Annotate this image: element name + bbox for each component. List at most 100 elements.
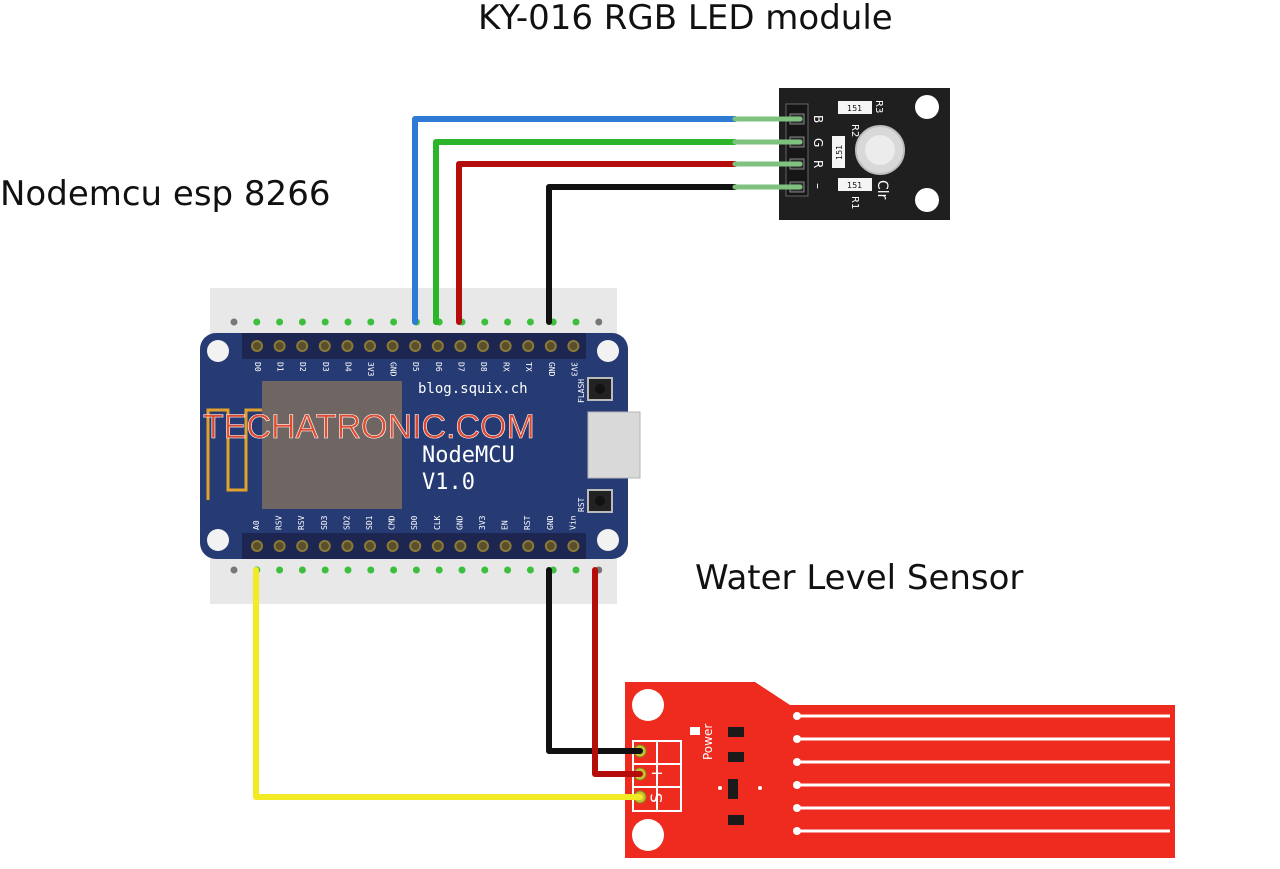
pin-label: CLK — [433, 515, 442, 530]
pin-gnd — [454, 540, 467, 552]
pin-d4 — [341, 340, 354, 352]
breadboard-hole — [504, 566, 512, 574]
pin-label: EN — [501, 520, 510, 530]
pin-3v3 — [477, 540, 489, 552]
pin-rsv — [273, 540, 286, 552]
breadboard-hole — [595, 318, 603, 326]
pin-label: 3V3 — [569, 362, 578, 377]
esp-module-shield — [262, 381, 402, 509]
pin-label: A0 — [252, 520, 261, 530]
pin-label: SD0 — [410, 515, 419, 530]
pin-label: GND — [455, 515, 464, 530]
pin-gnd — [386, 340, 399, 352]
r2-value: 151 — [835, 145, 844, 160]
breadboard-hole — [344, 566, 352, 574]
breadboard-hole — [481, 566, 489, 574]
sensor-pin-label: S — [647, 793, 666, 803]
watermark: TECHATRONIC.COM — [203, 408, 535, 446]
pin-d3 — [318, 340, 331, 352]
sensor-trace-pad — [793, 781, 801, 789]
pin-label: D2 — [298, 362, 307, 372]
led-module — [779, 88, 950, 220]
r1-label: R1 — [849, 196, 860, 209]
sensor-traces — [793, 689, 1170, 835]
wire-blue-d5-b — [412, 116, 738, 325]
wire-black-gnd-sensor — [546, 567, 643, 754]
pin-label: SD3 — [320, 515, 329, 530]
pin-label: D7 — [456, 362, 465, 372]
pin-rst — [522, 540, 535, 552]
pin-gnd — [544, 340, 557, 352]
sensor-trace-pad — [793, 827, 801, 835]
pin-d0 — [251, 340, 263, 352]
led-pin-label: B — [811, 115, 825, 123]
pin-label: GND — [547, 362, 556, 377]
flash-label: FLASH — [577, 379, 586, 403]
breadboard-hole — [276, 566, 284, 574]
pin-label: SD1 — [365, 515, 374, 530]
pin-d8 — [477, 340, 489, 352]
nodemcu-bottom-pins — [251, 540, 580, 552]
pin-tx — [522, 340, 535, 352]
pin-label: D8 — [479, 362, 488, 372]
pin-rsv — [296, 540, 309, 552]
breadboard-hole — [435, 566, 443, 574]
pin-sd0 — [409, 540, 422, 552]
breadboard-hole — [367, 318, 375, 326]
led-part-label: Clr — [874, 180, 890, 200]
water-level-sensor — [625, 682, 1175, 858]
wires — [253, 116, 803, 800]
usb-connector — [587, 411, 641, 479]
breadboard-hole — [390, 566, 398, 574]
nodemcu-top-pins — [251, 340, 580, 352]
sensor-trace-pad — [793, 712, 801, 720]
r3-label: R3 — [873, 100, 884, 113]
pin-label: GND — [389, 362, 398, 377]
water-sensor-title: Water Level Sensor — [695, 558, 1024, 598]
pin-clk — [431, 540, 444, 552]
breadboard-hole — [526, 566, 534, 574]
breadboard-hole — [230, 566, 238, 574]
pin-label: D1 — [276, 362, 285, 372]
pin-label: GND — [546, 515, 555, 530]
resistor-r1 — [838, 178, 872, 191]
breadboard-hole — [572, 318, 580, 326]
breadboard-hole — [253, 318, 261, 326]
pin-en — [499, 540, 512, 552]
r3-value: 151 — [847, 104, 862, 113]
breadboard-hole — [390, 318, 398, 326]
pin-d2 — [296, 340, 309, 352]
site-label: blog.squix.ch — [418, 381, 528, 397]
pin-vin — [567, 540, 580, 552]
sensor-trace-pad — [793, 735, 801, 743]
led-pin-label: R — [811, 160, 825, 168]
pin-label: RST — [523, 515, 532, 530]
led-module-title: KY-016 RGB LED module — [478, 0, 893, 38]
pin-label: D6 — [434, 362, 443, 372]
pin-d1 — [273, 340, 286, 352]
sensor-trace-pad — [793, 758, 801, 766]
mcu-title: Nodemcu esp 8266 — [0, 174, 331, 214]
pin-label: CMD — [388, 515, 397, 530]
breadboard-hole — [412, 566, 420, 574]
breadboard-hole — [321, 318, 329, 326]
breadboard-hole — [298, 318, 306, 326]
pin-sd2 — [341, 540, 354, 552]
resistor-r3 — [838, 101, 872, 114]
pin-label: TX — [524, 362, 533, 372]
pin-d7 — [454, 340, 467, 352]
sensor-pin-label: + — [647, 767, 666, 780]
pin-cmd — [386, 540, 399, 552]
pin-label: D3 — [321, 362, 330, 372]
breadboard-hole — [230, 318, 238, 326]
pin-rx — [499, 340, 512, 352]
breadboard-hole — [321, 566, 329, 574]
wire-black-gnd-led — [546, 184, 738, 325]
pin-label: 3V3 — [478, 515, 487, 530]
board-version: V1.0 — [422, 470, 475, 495]
rst-label: RST — [577, 497, 586, 512]
breadboard-hole — [276, 318, 284, 326]
pin-d6 — [431, 340, 444, 352]
